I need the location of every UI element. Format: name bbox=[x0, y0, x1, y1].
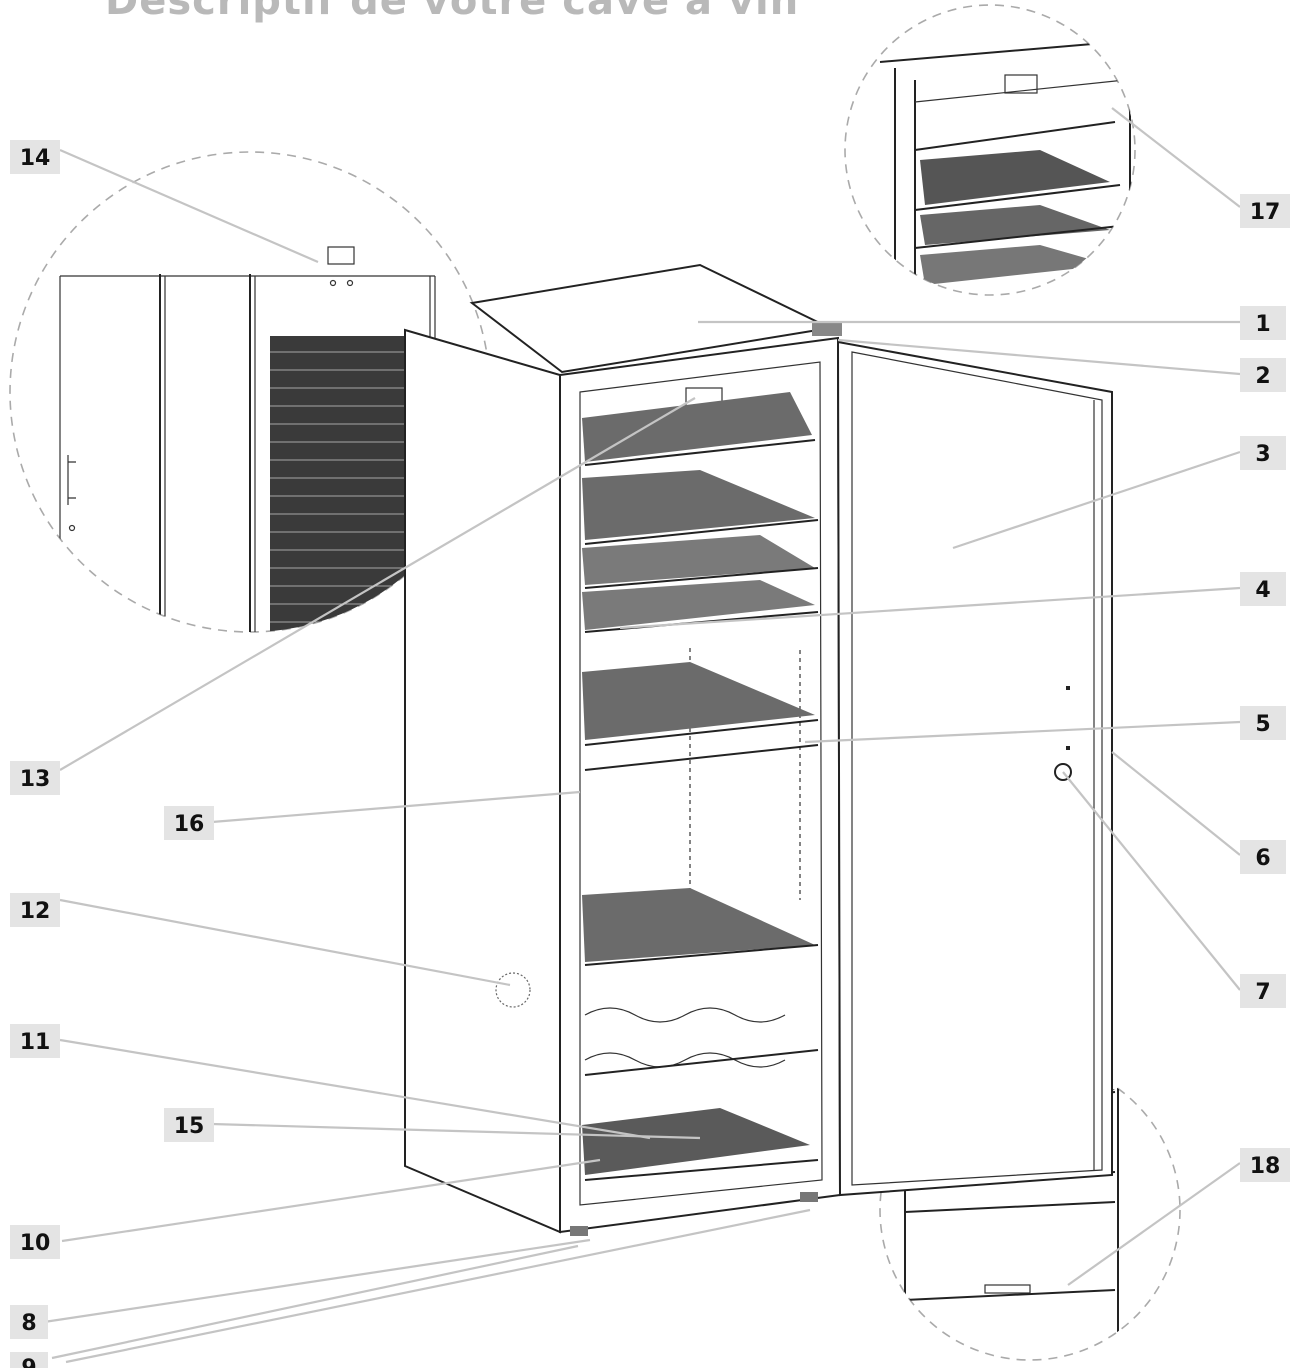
callout-label-8: 8 bbox=[21, 1311, 36, 1336]
callout-10: 10 bbox=[10, 1225, 60, 1259]
callout-9: 9 bbox=[10, 1352, 48, 1368]
callout-1: 1 bbox=[1240, 306, 1286, 340]
callout-label-7: 7 bbox=[1255, 980, 1270, 1005]
callout-17: 17 bbox=[1240, 194, 1290, 228]
callout-8: 8 bbox=[10, 1305, 48, 1339]
callout-label-11: 11 bbox=[20, 1030, 51, 1055]
callout-label-6: 6 bbox=[1255, 846, 1270, 871]
door-lock bbox=[1054, 763, 1072, 781]
callout-label-16: 16 bbox=[174, 812, 205, 837]
detail-top-interior bbox=[844, 4, 1136, 296]
foot bbox=[570, 1226, 588, 1236]
callout-7: 7 bbox=[1240, 974, 1286, 1008]
detail-circle-top bbox=[844, 4, 1136, 296]
shelves bbox=[582, 392, 819, 1181]
callout-4: 4 bbox=[1240, 572, 1286, 606]
callout-2: 2 bbox=[1240, 358, 1286, 392]
callout-16: 16 bbox=[164, 806, 214, 840]
callout-11: 11 bbox=[10, 1024, 60, 1058]
shelf bbox=[582, 888, 815, 962]
callout-5: 5 bbox=[1240, 706, 1286, 740]
callout-label-5: 5 bbox=[1255, 712, 1270, 737]
wine-cabinet bbox=[404, 263, 842, 1236]
shelf bbox=[582, 662, 815, 740]
glass-door bbox=[836, 340, 1113, 1197]
callout-label-1: 1 bbox=[1255, 312, 1270, 337]
callout-label-10: 10 bbox=[20, 1231, 51, 1256]
leader-lines bbox=[43, 107, 1241, 1364]
shelf bbox=[582, 470, 815, 540]
callout-14: 14 bbox=[10, 140, 60, 174]
callout-label-18: 18 bbox=[1250, 1154, 1281, 1179]
callout-6: 6 bbox=[1240, 840, 1286, 874]
callout-label-17: 17 bbox=[1250, 200, 1281, 225]
shelf bbox=[582, 392, 812, 462]
condenser-coil bbox=[270, 336, 412, 632]
callout-label-4: 4 bbox=[1255, 578, 1270, 603]
callout-label-13: 13 bbox=[20, 767, 51, 792]
top-hinge bbox=[812, 322, 842, 336]
callout-label-3: 3 bbox=[1255, 442, 1270, 467]
top-bracket bbox=[327, 246, 355, 265]
callout-18: 18 bbox=[1240, 1148, 1290, 1182]
callout-15: 15 bbox=[164, 1108, 214, 1142]
callout-label-9: 9 bbox=[21, 1356, 36, 1368]
shelf bbox=[582, 580, 815, 630]
shelf bbox=[582, 535, 815, 585]
callout-label-2: 2 bbox=[1255, 364, 1270, 389]
side-panel bbox=[404, 328, 561, 1234]
callout-12: 12 bbox=[10, 893, 60, 927]
bottom-shelf bbox=[582, 1108, 810, 1175]
callout-13: 13 bbox=[10, 761, 60, 795]
foot bbox=[800, 1192, 818, 1202]
callout-3: 3 bbox=[1240, 436, 1286, 470]
ventilation-marker bbox=[495, 972, 531, 1008]
page-title: Descriptif de votre cave à vin bbox=[105, 0, 800, 24]
callout-label-12: 12 bbox=[20, 899, 51, 924]
callout-label-15: 15 bbox=[174, 1114, 205, 1139]
callout-label-14: 14 bbox=[20, 146, 51, 171]
